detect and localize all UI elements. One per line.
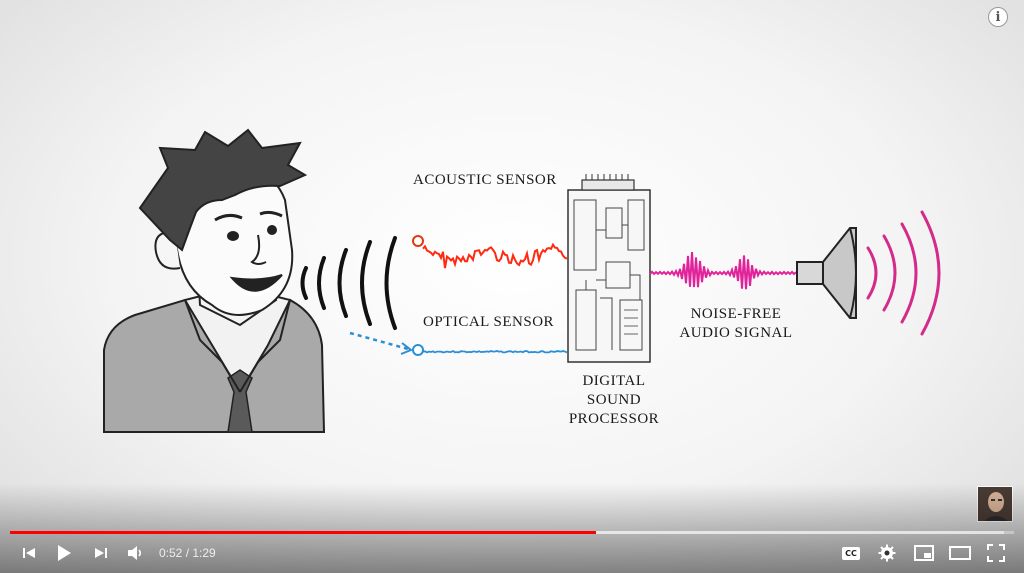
fullscreen-button[interactable] (980, 537, 1012, 569)
optical-signal-waveform (422, 349, 568, 354)
volume-icon (128, 546, 142, 560)
time-display: 0:52 / 1:29 (159, 545, 216, 561)
captions-icon: CC (842, 546, 860, 560)
fullscreen-icon (987, 544, 1005, 562)
optical-beam-line (349, 331, 413, 355)
settings-button[interactable] (872, 537, 902, 569)
progress-played (10, 531, 596, 534)
acoustic-signal-waveform (422, 242, 568, 269)
channel-watermark-avatar[interactable] (977, 486, 1013, 522)
captions-button[interactable]: CC (836, 537, 866, 569)
acoustic-sensor-label: ACOUSTIC SENSOR (413, 172, 557, 188)
speaker-icon (796, 227, 857, 319)
player-controls: 0:52 / 1:29 CC (0, 537, 1024, 573)
noise-free-signal-waveform (649, 251, 797, 290)
speech-sound-waves (300, 236, 397, 330)
noise-free-label-line2: AUDIO SIGNAL (679, 325, 793, 341)
next-icon (95, 548, 107, 558)
acoustic-sensor-node (412, 235, 424, 247)
play-button[interactable] (48, 537, 80, 569)
theater-mode-button[interactable] (944, 537, 976, 569)
dsp-label-line3: PROCESSOR (568, 411, 660, 427)
dsp-label-line2: SOUND (586, 392, 642, 408)
progress-bar[interactable] (10, 531, 1014, 534)
digital-sound-processor-board (567, 174, 651, 363)
speaker-output-waves (866, 210, 941, 336)
previous-button[interactable] (14, 537, 44, 569)
next-button[interactable] (86, 537, 116, 569)
time-separator: / (182, 546, 193, 560)
avatar (978, 487, 1012, 521)
miniplayer-button[interactable] (908, 537, 940, 569)
noise-free-label-line1: NOISE-FREE (690, 306, 782, 322)
dsp-label-line1: DIGITAL (582, 373, 646, 389)
info-icon[interactable]: i (988, 7, 1008, 27)
play-icon (58, 545, 71, 561)
dsp-label: DIGITAL SOUND PROCESSOR (556, 372, 672, 429)
duration: 1:29 (192, 546, 216, 560)
theater-icon (949, 546, 971, 560)
previous-icon (23, 548, 35, 558)
current-time: 0:52 (159, 546, 183, 560)
optical-sensor-label: OPTICAL SENSOR (423, 314, 555, 330)
speaking-man-illustration (103, 128, 326, 433)
noise-free-label: NOISE-FREE AUDIO SIGNAL (672, 305, 800, 343)
miniplayer-icon (914, 545, 934, 561)
optical-sensor-node (412, 344, 424, 356)
settings-icon (878, 544, 896, 562)
mute-button[interactable] (120, 537, 150, 569)
